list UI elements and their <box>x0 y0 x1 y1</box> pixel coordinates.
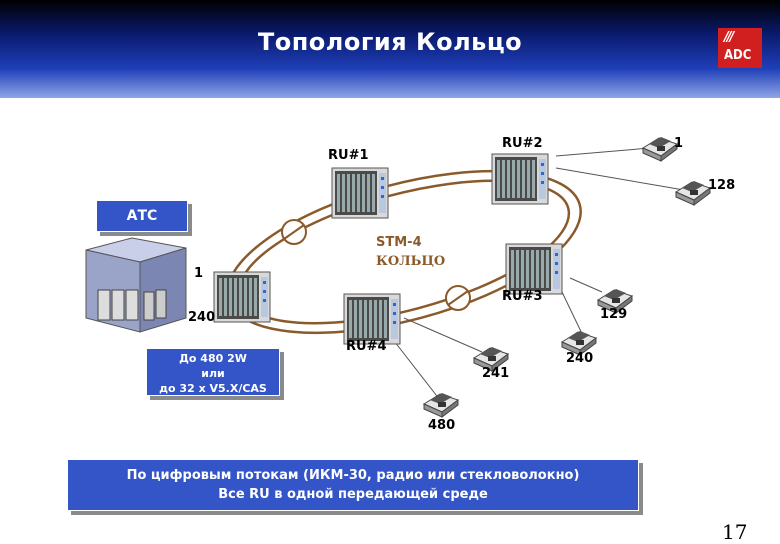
phone-label-129: 129 <box>600 307 628 322</box>
node-label-ru2: RU#2 <box>502 136 543 151</box>
ring-label-stm: STM-4 <box>376 235 422 250</box>
ring-topology-diagram: STM-4 КОЛЬЦО <box>85 136 711 418</box>
node-label-ru3: RU#3 <box>502 289 543 304</box>
phone-icon <box>675 180 711 206</box>
phone-icon <box>423 392 459 418</box>
page-title: Топология Кольцо <box>257 28 523 56</box>
atc-building-icon <box>85 237 187 333</box>
logo-mark: /// <box>724 30 734 45</box>
bottom-note-box: По цифровым потокам (ИКМ-30, радио или с… <box>67 459 639 511</box>
bottom-note-line-1: По цифровым потокам (ИКМ-30, радио или с… <box>126 468 580 483</box>
atc-port-last: 240 <box>188 310 216 325</box>
rack-ru2 <box>491 153 549 205</box>
phone-label-1: 1 <box>674 136 684 151</box>
ring-label-ring: КОЛЬЦО <box>376 254 445 269</box>
phone-icon <box>642 136 678 162</box>
phone-label-240: 240 <box>566 351 594 366</box>
phone-label-128: 128 <box>708 178 736 193</box>
ring-crossing-left <box>281 219 307 245</box>
ring-crossing-right <box>445 285 471 311</box>
capacity-line-3: до 32 x V5.X/CAS <box>159 382 267 395</box>
page-number: 17 <box>722 520 748 544</box>
atc-port-first: 1 <box>194 266 204 281</box>
bottom-note-line-2: Все RU в одной передающей среде <box>218 487 488 502</box>
adc-logo: /// ADC <box>718 28 762 68</box>
node-label-ru4: RU#4 <box>346 339 387 354</box>
rack-ru1 <box>331 167 389 219</box>
rack-ru3 <box>505 243 563 295</box>
phone-label-241: 241 <box>482 366 510 381</box>
header-banner: Топология Кольцо /// ADC <box>0 0 780 98</box>
node-label-ru1: RU#1 <box>328 148 369 163</box>
capacity-box: До 480 2W или до 32 x V5.X/CAS <box>146 348 280 396</box>
logo-text: ADC <box>724 48 752 63</box>
atc-label-box: АТС <box>96 200 188 232</box>
rack-central <box>213 271 271 323</box>
rack-ru4 <box>343 293 401 345</box>
phone-label-480: 480 <box>428 418 456 433</box>
capacity-line-1: До 480 2W <box>179 352 247 365</box>
capacity-line-2: или <box>201 367 225 380</box>
